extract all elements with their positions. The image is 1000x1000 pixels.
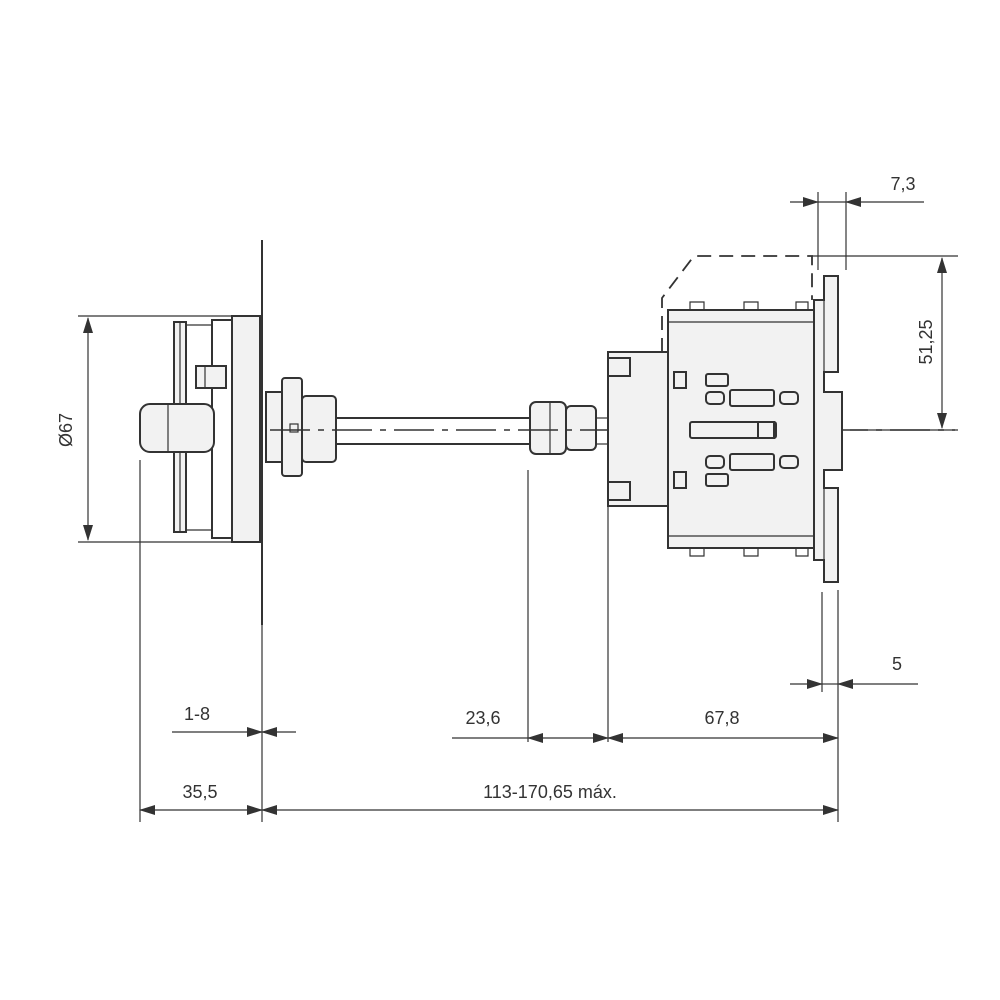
shaft-adapter [301,395,337,463]
dimension-lines [83,197,947,815]
switch-housing [667,309,815,549]
label-shaft-gap: 23,6 [465,708,500,728]
rotary-handle [139,240,263,625]
label-rail-width: 7,3 [890,174,915,194]
coupling-sleeve [565,405,597,451]
label-panel-thickness: 1-8 [184,704,210,724]
handle-lug [195,365,227,389]
shaft-assembly [265,377,608,477]
handle-grip [139,403,215,453]
handle-base [231,315,261,543]
din-rail-clip [813,275,843,583]
label-diameter: Ø67 [56,413,76,447]
panel-nut [265,391,283,463]
shaft-coupling [529,401,567,455]
label-knob-depth: 35,5 [182,782,217,802]
label-switch-depth: 67,8 [704,708,739,728]
shaft-flange [281,377,303,477]
label-half-height: 51,25 [916,319,936,364]
cover-outline-dashed [661,255,813,352]
switch-body [607,255,843,583]
label-mount-offset: 5 [892,654,902,674]
label-total-length: 113-170,65 máx. [483,782,617,802]
